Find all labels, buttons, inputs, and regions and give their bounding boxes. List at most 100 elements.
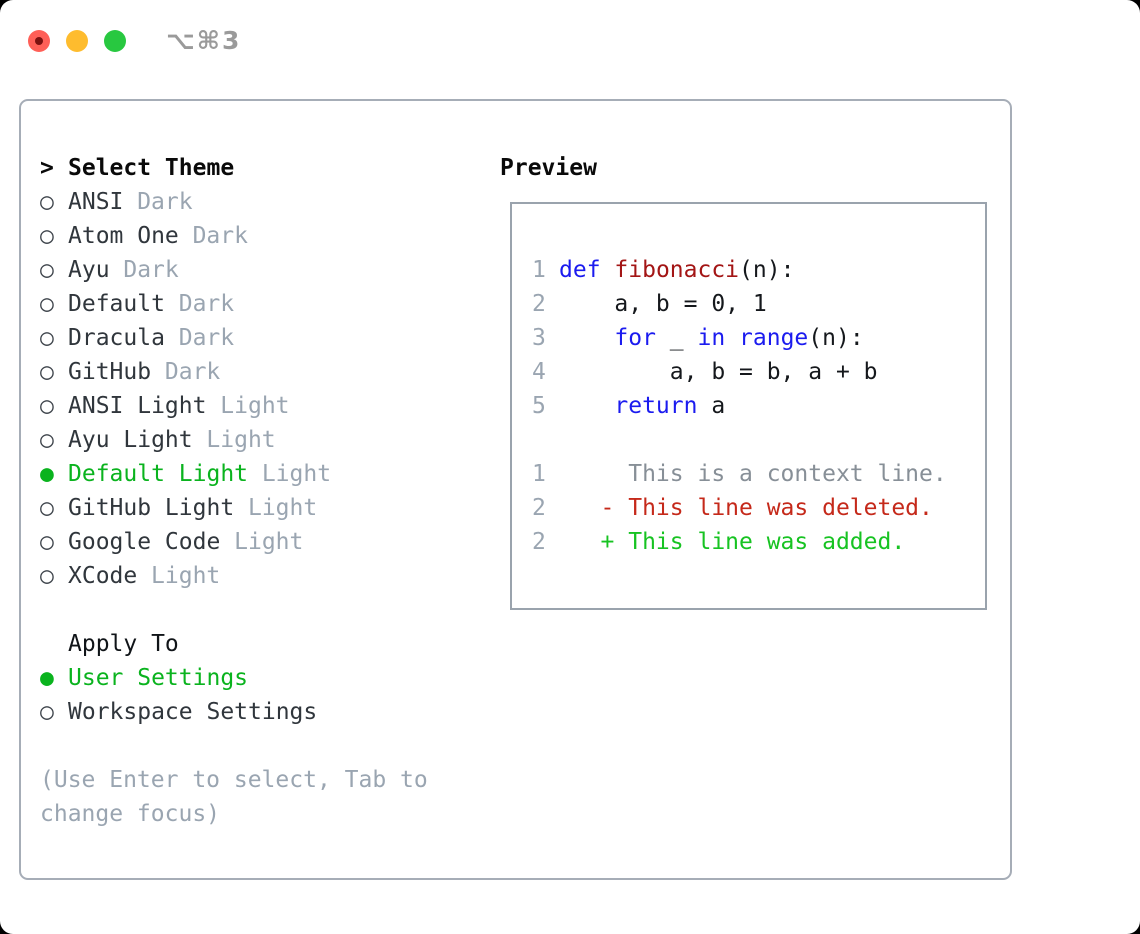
apply-to-option[interactable]: ● User Settings [40, 661, 460, 695]
line-number: 1 [532, 257, 546, 283]
code-token: a, b = 0, 1 [559, 291, 767, 317]
theme-option[interactable]: ○ GitHub Dark [40, 355, 460, 389]
code-token: _ [655, 325, 698, 351]
radio-icon: ● [40, 461, 54, 487]
radio-icon: ● [40, 665, 54, 691]
minimize-button[interactable] [66, 29, 88, 52]
radio-icon: ○ [40, 393, 54, 419]
code-line: 1 This is a context line. [532, 457, 947, 491]
theme-option[interactable]: ○ ANSI Dark [40, 185, 460, 219]
focus-pointer-icon: > [40, 155, 54, 181]
theme-variant-tag: Light [220, 393, 290, 419]
line-number: 2 [532, 495, 546, 521]
code-token: return [614, 393, 698, 419]
spacer [40, 729, 460, 763]
radio-icon: ○ [40, 223, 54, 249]
code-token: a, b = b, a + b [559, 359, 878, 385]
theme-variant-tag: Dark [164, 359, 221, 385]
code-token: range [739, 325, 809, 351]
code-line [532, 423, 947, 457]
code-line: 2 + This line was added. [532, 525, 947, 559]
line-number: 2 [532, 291, 546, 317]
code-token: def [559, 257, 601, 283]
zoom-button[interactable] [104, 29, 126, 52]
code-token: fibonacci [614, 257, 740, 283]
line-number: 2 [532, 529, 546, 555]
titlebar: ⌥⌘3 [28, 26, 241, 55]
line-number: 3 [532, 325, 546, 351]
radio-icon: ○ [40, 563, 54, 589]
radio-icon: ○ [40, 427, 54, 453]
theme-name: GitHub [68, 359, 152, 385]
apply-to-header: Apply To [68, 631, 179, 657]
theme-variant-tag: Dark [178, 325, 235, 351]
theme-name: Default Light [68, 461, 249, 487]
theme-name: ANSI Light [68, 393, 207, 419]
select-theme-header: > Select Theme [40, 151, 460, 185]
theme-option[interactable]: ○ Ayu Dark [40, 253, 460, 287]
theme-name: ANSI [68, 189, 124, 215]
code-token: This is a context line. [559, 461, 947, 487]
theme-name: GitHub Light [68, 495, 235, 521]
apply-to-option[interactable]: ○ Workspace Settings [40, 695, 460, 729]
theme-variant-tag: Light [261, 461, 332, 487]
code-token: a [697, 393, 726, 419]
theme-option[interactable]: ○ XCode Light [40, 559, 460, 593]
code-token [559, 325, 614, 351]
code-token [559, 393, 614, 419]
theme-variant-tag: Light [247, 495, 318, 521]
keyboard-hint: (Use Enter to select, Tab to change focu… [40, 767, 428, 827]
theme-name: XCode [68, 563, 138, 589]
line-number: 5 [532, 393, 546, 419]
radio-icon: ○ [40, 495, 54, 521]
spacer [40, 593, 460, 627]
theme-variant-tag: Dark [178, 291, 235, 317]
line-number: 1 [532, 461, 546, 487]
theme-variant-tag: Light [151, 563, 221, 589]
theme-variant-tag: Dark [192, 223, 248, 249]
apply-to-option-label: User Settings [68, 665, 249, 691]
code-token: (n): [808, 325, 864, 351]
theme-option[interactable]: ● Default Light Light [40, 457, 460, 491]
code-token: (n): [739, 257, 795, 283]
theme-name: Default [68, 291, 165, 317]
theme-name: Ayu Light [68, 427, 193, 453]
apply-to-options: ● User Settings ○ Workspace Settings [40, 661, 460, 729]
theme-name: Google Code [68, 529, 221, 555]
code-token: - This line was deleted. [559, 495, 933, 521]
theme-name: Ayu [68, 257, 110, 283]
code-line: 2 a, b = 0, 1 [532, 287, 947, 321]
code-line: 3 for _ in range(n): [532, 321, 947, 355]
theme-option[interactable]: ○ GitHub Light Light [40, 491, 460, 525]
theme-variant-tag: Dark [123, 257, 179, 283]
code-token: for [614, 325, 656, 351]
select-theme-label: Select Theme [68, 155, 235, 181]
theme-variant-tag: Light [234, 529, 304, 555]
close-button[interactable] [28, 29, 50, 52]
radio-icon: ○ [40, 257, 54, 283]
theme-option[interactable]: ○ ANSI Light Light [40, 389, 460, 423]
window-title-shortcut: ⌥⌘3 [166, 26, 242, 55]
radio-icon: ○ [40, 189, 54, 215]
theme-variant-tag: Light [206, 427, 276, 453]
preview-heading: Preview [500, 155, 597, 181]
radio-icon: ○ [40, 699, 54, 725]
apply-to-option-label: Workspace Settings [68, 699, 318, 725]
code-line: 1 def fibonacci(n): [532, 253, 947, 287]
code-token [725, 325, 739, 351]
code-line: 5 return a [532, 389, 947, 423]
code-token [601, 257, 615, 283]
radio-icon: ○ [40, 359, 54, 385]
theme-variant-tag: Dark [137, 189, 193, 215]
theme-option[interactable]: ○ Ayu Light Light [40, 423, 460, 457]
theme-name: Dracula [68, 325, 165, 351]
